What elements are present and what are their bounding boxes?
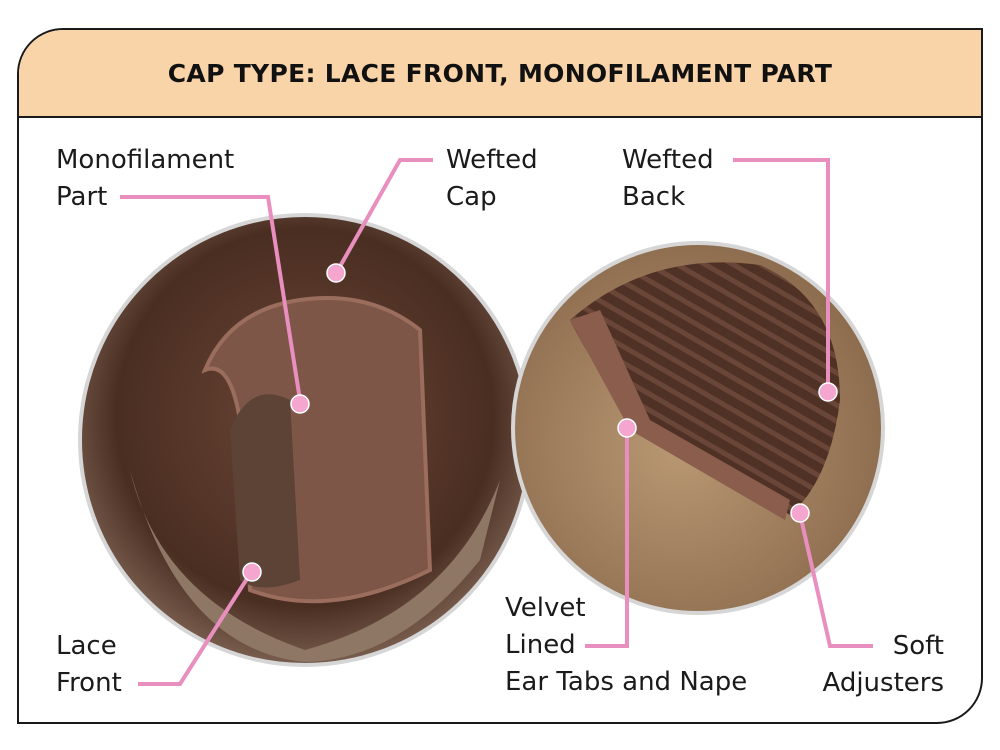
page-title: CAP TYPE: LACE FRONT, MONOFILAMENT PART (167, 58, 833, 88)
velvet-ear-tab (570, 310, 790, 520)
label-line: Cap (446, 182, 497, 212)
label-line: Lined (505, 630, 576, 660)
callout-dots (242, 263, 838, 582)
label-line: Wefted (446, 145, 538, 175)
callout-lines (120, 158, 873, 686)
label-line: Front (56, 668, 122, 698)
label-line: Adjusters (822, 668, 944, 698)
header-banner: CAP TYPE: LACE FRONT, MONOFILAMENT PART (19, 30, 981, 118)
label-line: Lace (56, 631, 117, 661)
label-soft-adjusters: Soft Adjusters (822, 628, 944, 702)
label-line: Part (56, 182, 108, 212)
label-monofilament-part: Monofilament Part (56, 142, 234, 216)
wefted-back-panel (570, 262, 840, 515)
label-line: Velvet (505, 593, 586, 623)
label-line: Soft (892, 631, 944, 661)
label-line: Back (622, 182, 686, 212)
label-wefted-back: Wefted Back (622, 142, 714, 216)
label-velvet-lined: Velvet Lined Ear Tabs and Nape (505, 590, 747, 701)
label-line: Wefted (622, 145, 714, 175)
label-line: Monofilament (56, 145, 235, 175)
label-line: Ear Tabs and Nape (505, 667, 748, 697)
label-wefted-cap: Wefted Cap (446, 142, 538, 216)
label-lace-front: Lace Front (56, 628, 122, 702)
lace-panel (230, 394, 300, 588)
